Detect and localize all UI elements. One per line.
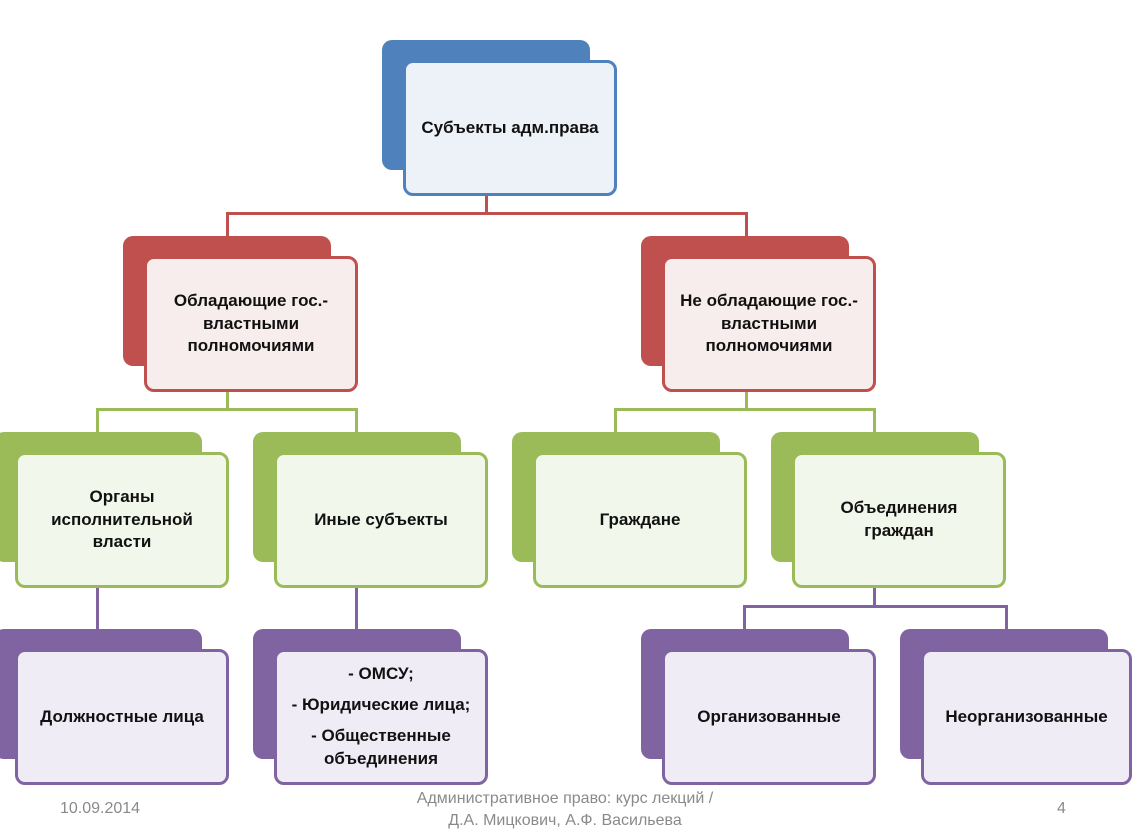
node-with-power-box: Обладающие гос.-властными полномочиями (144, 256, 358, 392)
connector-to-exec-bodies (96, 408, 99, 433)
node-with-power: Обладающие гос.-властными полномочиями (123, 236, 359, 392)
node-other-subjects: Иные субъекты (253, 432, 489, 588)
node-other-list-item-omsu: - ОМСУ; (348, 664, 414, 684)
footer-page-number: 4 (1057, 800, 1066, 817)
node-other-list: - ОМСУ; - Юридические лица; - Общественн… (253, 629, 489, 785)
node-other-subjects-label: Иные субъекты (314, 509, 448, 529)
footer-date: 10.09.2014 (60, 800, 141, 817)
connector-without-power-down (745, 390, 748, 410)
node-other-list-box: - ОМСУ; - Юридические лица; - Общественн… (274, 649, 488, 785)
node-citizens: Граждане (512, 432, 748, 588)
node-officials: Должностные лица (0, 629, 230, 785)
connector-to-unorganized (1005, 605, 1008, 630)
node-root: Субъекты адм.права (382, 40, 618, 196)
connector-with-power-down (226, 390, 229, 410)
node-unorganized-label: Неорганизованные (945, 706, 1108, 726)
node-citizens-box: Граждане (533, 452, 747, 588)
connector-to-citizens (614, 408, 617, 433)
node-organized: Организованные (641, 629, 877, 785)
connector-to-other-list (355, 587, 358, 630)
connector-left-green-horizontal (96, 408, 358, 411)
node-with-power-label: Обладающие гос.-властными полномочиями (173, 290, 329, 356)
connector-level1-horizontal (226, 212, 748, 215)
node-organized-box: Организованные (662, 649, 876, 785)
footer-source-line1: Административное право: курс лекций / (416, 790, 714, 807)
node-unorganized: Неорганизованные (900, 629, 1132, 785)
connector-to-other-subjects (355, 408, 358, 433)
connector-to-with-power (226, 212, 229, 236)
connector-to-officials (96, 587, 99, 630)
connector-root-down (485, 192, 488, 214)
connector-unions-down (873, 587, 876, 607)
node-other-list-item-legal-entities: - Юридические лица; (291, 695, 471, 715)
node-unorganized-box: Неорганизованные (921, 649, 1132, 785)
node-organized-label: Организованные (697, 706, 841, 726)
node-other-list-item-public-associations: - Общественные объединения (311, 726, 451, 768)
node-citizen-unions-box: Объединения граждан (792, 452, 1006, 588)
node-without-power-label: Не обладающие гос.-властными полномочиям… (680, 290, 858, 356)
node-exec-bodies: Органы исполнительной власти (0, 432, 230, 588)
node-without-power-box: Не обладающие гос.-властными полномочиям… (662, 256, 876, 392)
footer-source-line2: Д.А. Мицкович, А.Ф. Васильева (448, 812, 682, 829)
node-exec-bodies-label: Органы исполнительной власти (51, 486, 193, 552)
connector-to-without-power (745, 212, 748, 236)
node-officials-box: Должностные лица (15, 649, 229, 785)
connector-right-green-horizontal (614, 408, 876, 411)
node-without-power: Не обладающие гос.-властными полномочиям… (641, 236, 877, 392)
node-other-subjects-box: Иные субъекты (274, 452, 488, 588)
node-officials-label: Должностные лица (40, 706, 204, 726)
connector-right-purple-horizontal (743, 605, 1008, 608)
node-root-box: Субъекты адм.права (403, 60, 617, 196)
connector-to-citizen-unions (873, 408, 876, 433)
node-root-label: Субъекты адм.права (421, 117, 599, 137)
node-citizens-label: Граждане (599, 509, 681, 529)
footer-source: Административное право: курс лекций / Д.… (360, 788, 770, 832)
node-citizen-unions-label: Объединения граждан (840, 498, 958, 540)
node-exec-bodies-box: Органы исполнительной власти (15, 452, 229, 588)
connector-to-organized (743, 605, 746, 630)
node-citizen-unions: Объединения граждан (771, 432, 1007, 588)
